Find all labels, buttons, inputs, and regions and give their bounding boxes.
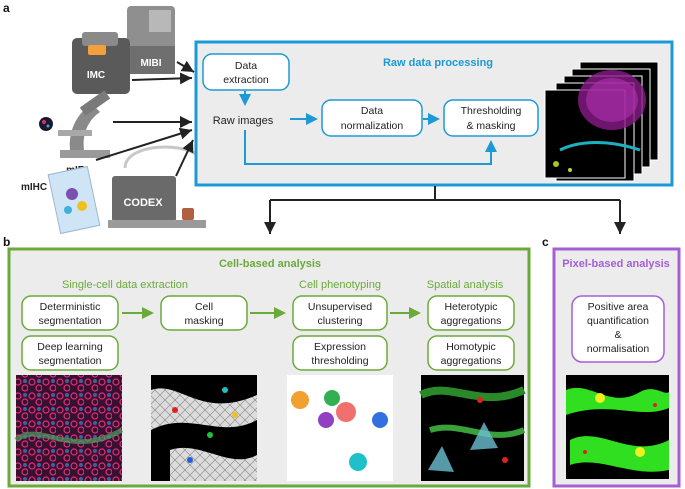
unsupervised-box xyxy=(292,295,388,331)
positive-area-line4: normalisation xyxy=(587,343,650,355)
homotypic-box xyxy=(427,335,515,371)
pixel-mask-image xyxy=(566,375,669,479)
thresholding-line2: & masking xyxy=(466,120,515,132)
spatial-analysis-image xyxy=(419,375,526,481)
cell-masking-line1: Cell xyxy=(195,301,213,313)
mihc-slide-icon: mIHC xyxy=(21,165,101,235)
panel-label-c: c xyxy=(542,235,549,249)
thresholding-masking-box xyxy=(443,99,539,137)
imc-instrument-icon: IMC xyxy=(72,32,130,94)
positive-area-line1: Positive area xyxy=(588,301,649,313)
data-normalization-line1: Data xyxy=(361,105,383,117)
branch-arrows xyxy=(264,186,626,234)
single-cell-header: Single-cell data extraction xyxy=(62,279,188,291)
data-normalization-box xyxy=(321,99,423,137)
mibi-instrument-icon: MIBI xyxy=(127,6,175,74)
microscope-icon: mIF xyxy=(39,90,111,176)
expression-box xyxy=(292,335,388,371)
heterotypic-line2: aggregations xyxy=(441,315,502,327)
data-normalization-line2: normalization xyxy=(341,120,404,132)
panel-label-b: b xyxy=(3,235,10,249)
heterotypic-box xyxy=(427,295,515,331)
data-extraction-line1: Data xyxy=(235,60,257,72)
segmentation-image xyxy=(14,375,124,481)
thresholding-line1: Thresholding xyxy=(461,105,522,117)
clustering-plot-image xyxy=(287,375,393,481)
raw-processing-title: Raw data processing xyxy=(383,57,493,69)
mibi-label: MIBI xyxy=(140,58,161,69)
positive-area-line3: & xyxy=(614,329,621,341)
homotypic-line1: Homotypic xyxy=(446,341,496,353)
cell-mask-image xyxy=(151,375,257,481)
raw-processing-arrows xyxy=(239,91,497,165)
unsupervised-line1: Unsupervised xyxy=(308,301,372,313)
positive-area-box xyxy=(571,295,665,363)
deterministic-line1: Deterministic xyxy=(40,301,101,313)
panel-label-a: a xyxy=(3,1,10,15)
deep-learning-line1: Deep learning xyxy=(37,341,103,353)
mihc-label: mIHC xyxy=(21,182,47,193)
codex-label: CODEX xyxy=(123,197,163,209)
codex-instrument-icon: CODEX xyxy=(108,145,207,228)
cell-masking-line2: masking xyxy=(184,315,223,327)
deep-learning-box xyxy=(21,335,119,371)
deep-learning-line2: segmentation xyxy=(38,355,101,367)
spatial-header: Spatial analysis xyxy=(427,279,504,291)
expression-line1: Expression xyxy=(314,341,366,353)
deterministic-box xyxy=(21,295,119,331)
unsupervised-line2: clustering xyxy=(318,315,363,327)
cell-analysis-title: Cell-based analysis xyxy=(219,258,321,270)
deterministic-line2: segmentation xyxy=(38,315,101,327)
cell-masking-box xyxy=(160,295,248,331)
homotypic-line2: aggregations xyxy=(441,355,502,367)
pixel-analysis-title: Pixel-based analysis xyxy=(562,258,670,270)
instrument-arrows xyxy=(95,60,195,177)
image-stack-icon xyxy=(544,61,659,182)
heterotypic-line1: Heterotypic xyxy=(444,301,497,313)
imc-label: IMC xyxy=(87,70,105,81)
data-extraction-box xyxy=(202,53,290,91)
expression-line2: thresholding xyxy=(311,355,368,367)
positive-area-line2: quantification xyxy=(587,315,649,327)
phenotyping-header: Cell phenotyping xyxy=(299,279,381,291)
data-extraction-line2: extraction xyxy=(223,74,269,86)
raw-images-label: Raw images xyxy=(213,115,274,127)
